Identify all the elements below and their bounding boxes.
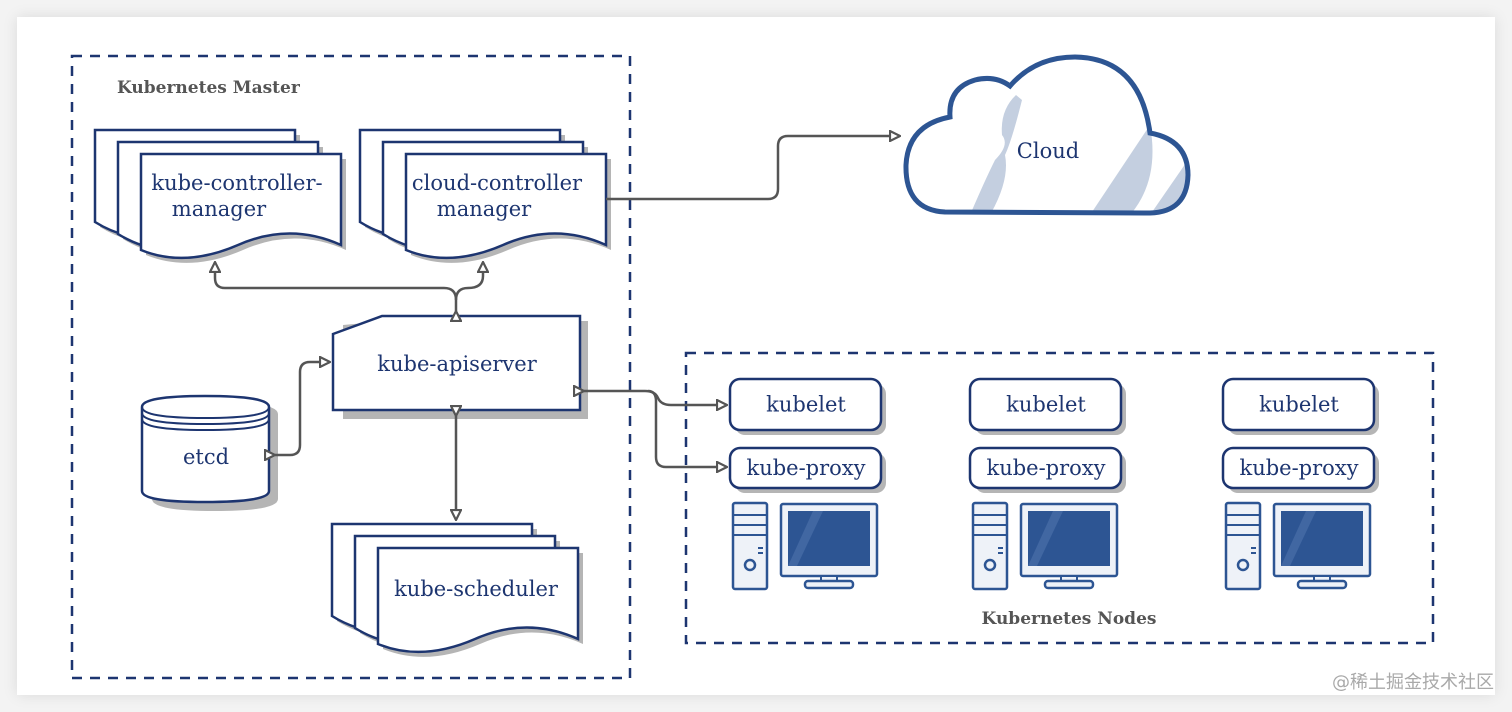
- computer-icon: [731, 501, 879, 591]
- cloud-controller-manager[interactable]: cloud-controller manager: [358, 128, 611, 263]
- kube-proxy-2-label: kube-proxy: [986, 456, 1105, 480]
- cloud-label: Cloud: [1017, 139, 1079, 163]
- arrow-etcd-apiserver: [275, 362, 330, 455]
- kubelet-1[interactable]: kubelet: [728, 377, 886, 435]
- kube-apiserver[interactable]: kube-apiserver: [331, 314, 588, 419]
- kubelet-3[interactable]: kubelet: [1221, 377, 1379, 435]
- cloud-controller-manager-label-2: manager: [437, 197, 532, 221]
- kubelet-1-label: kubelet: [766, 393, 846, 417]
- kubelet-2-label: kubelet: [1006, 393, 1086, 417]
- arrow-apiserver-proxy: [647, 389, 727, 467]
- kube-proxy-1-label: kube-proxy: [746, 456, 865, 480]
- kube-proxy-3-label: kube-proxy: [1239, 456, 1358, 480]
- kubelet-2[interactable]: kubelet: [968, 377, 1126, 435]
- arrow-cm-apiserver: [215, 262, 456, 311]
- cloud[interactable]: Cloud: [903, 54, 1191, 216]
- arrow-ccm-to-cloud: [606, 136, 900, 201]
- etcd-label: etcd: [183, 445, 229, 469]
- scheduler-label: kube-scheduler: [394, 577, 559, 601]
- nodes-group-border: [684, 351, 1435, 645]
- computer-icon: [1224, 501, 1372, 591]
- arrow-ccm-apiserver: [454, 262, 483, 301]
- apiserver-label: kube-apiserver: [377, 352, 537, 376]
- kube-proxy-1[interactable]: kube-proxy: [728, 446, 886, 493]
- node-1: kubelet kube-proxy: [728, 377, 886, 591]
- etcd[interactable]: etcd: [140, 394, 278, 511]
- kube-controller-manager[interactable]: kube-controller- manager: [93, 128, 346, 263]
- master-group-title: Kubernetes Master: [117, 78, 301, 98]
- kube-proxy-2[interactable]: kube-proxy: [968, 446, 1126, 493]
- controller-manager-label-2: manager: [172, 197, 267, 221]
- controller-manager-label-1: kube-controller-: [151, 171, 322, 195]
- nodes-group-title: Kubernetes Nodes: [982, 609, 1157, 629]
- computer-icon: [971, 501, 1119, 591]
- kube-scheduler[interactable]: kube-scheduler: [330, 522, 583, 657]
- master-group-border: [70, 54, 632, 680]
- node-3: kubelet kube-proxy: [1221, 377, 1379, 591]
- cloud-stripes: [970, 95, 1188, 213]
- watermark: @稀土掘金技术社区: [1332, 672, 1494, 693]
- kube-proxy-3[interactable]: kube-proxy: [1221, 446, 1379, 493]
- kubelet-3-label: kubelet: [1259, 393, 1339, 417]
- connectors: [215, 136, 900, 520]
- node-2: kubelet kube-proxy: [968, 377, 1126, 591]
- cloud-controller-manager-label-1: cloud-controller: [412, 171, 583, 195]
